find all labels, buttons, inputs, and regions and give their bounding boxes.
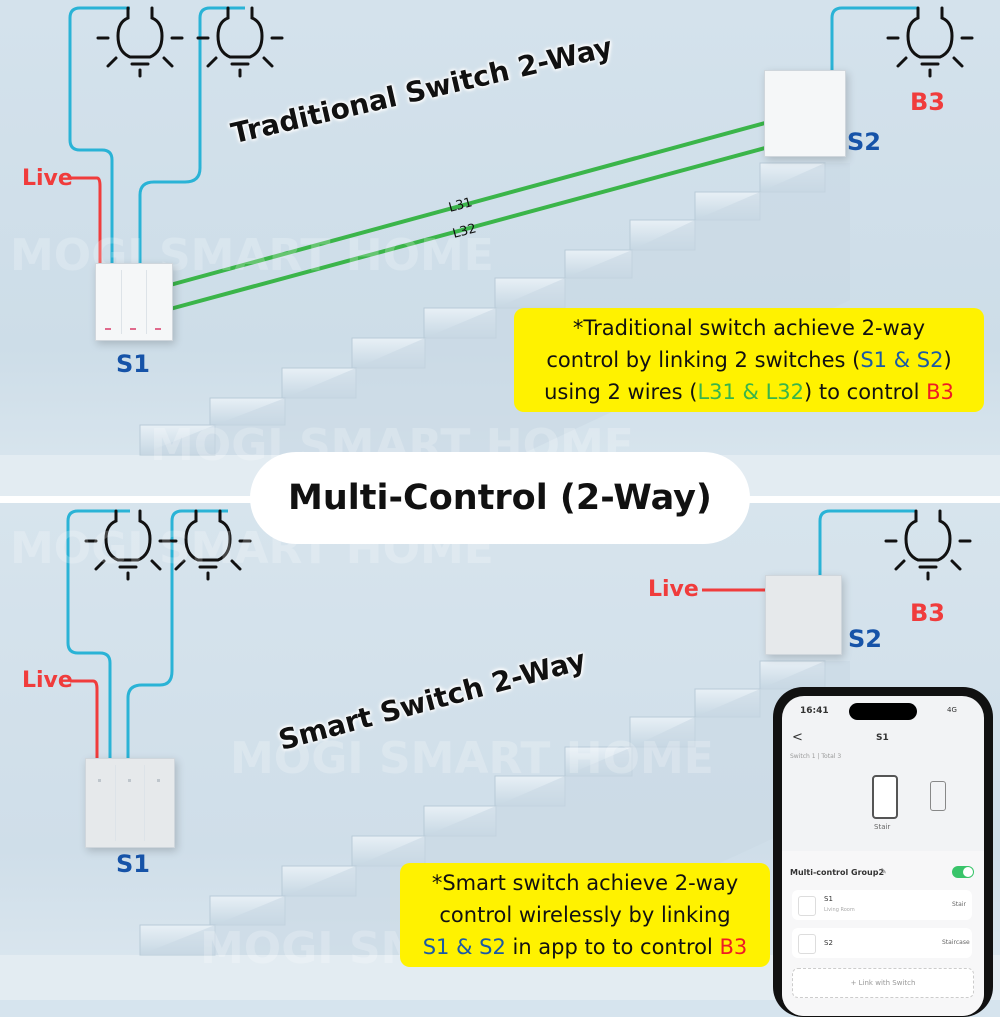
traditional-panel: L31 L32 MOGI SMART HOME MOGI SMART HOME … (0, 0, 1000, 497)
switch-s2 (764, 70, 846, 157)
pencil-icon[interactable]: ✎ (880, 867, 887, 876)
list-item[interactable]: S1 Living Room Stair (792, 890, 972, 920)
switch-s2 (765, 575, 842, 655)
phone-screen: 16:41 4G < S1 Switch 1 | Total 3 Stair M… (782, 696, 984, 1016)
bulb-icon (84, 509, 172, 581)
list-item[interactable]: S2 Staircase (792, 928, 972, 958)
phone-mockup: 16:41 4G < S1 Switch 1 | Total 3 Stair M… (773, 687, 993, 1017)
switch-s1 (95, 263, 173, 341)
dynamic-island (849, 703, 917, 720)
wire-label-l32: L32 (451, 221, 478, 242)
back-button[interactable]: < (792, 730, 803, 745)
s1-label: S1 (116, 850, 150, 878)
bulb-icon (886, 6, 974, 78)
phone-title: S1 (876, 733, 889, 743)
watermark: MOGI SMART HOME (230, 733, 714, 784)
device-icon-selected[interactable] (872, 775, 898, 819)
bulb-icon (164, 509, 252, 581)
bulb-icon (884, 509, 972, 581)
device-icon[interactable] (930, 781, 946, 811)
b3-label: B3 (910, 88, 945, 116)
s1-label: S1 (116, 350, 150, 378)
s2-label: S2 (847, 128, 881, 156)
live-label: Live (22, 166, 73, 191)
main-title: Multi-Control (2-Way) (250, 452, 750, 544)
bulb-icon (196, 6, 284, 78)
status-time: 16:41 (800, 706, 829, 716)
traditional-note: *Traditional switch achieve 2-way contro… (514, 308, 984, 412)
live-label-left: Live (22, 668, 73, 693)
device-label: Stair (874, 823, 891, 831)
group-name: Multi-control Group2 (790, 868, 885, 877)
b3-label: B3 (910, 599, 945, 627)
link-with-switch-button[interactable]: + Link with Switch (792, 968, 974, 998)
phone-subtitle: Switch 1 | Total 3 (790, 753, 842, 760)
group-toggle[interactable] (952, 866, 974, 878)
status-network: 4G (947, 706, 957, 714)
live-label-right: Live (648, 577, 699, 602)
switch-s1 (85, 758, 175, 848)
smart-note: *Smart switch achieve 2-way control wire… (400, 863, 770, 967)
wire-label-l31: L31 (447, 195, 474, 216)
watermark: MOGI SMART HOME (10, 230, 494, 281)
s2-label: S2 (848, 625, 882, 653)
bulb-icon (96, 6, 184, 78)
